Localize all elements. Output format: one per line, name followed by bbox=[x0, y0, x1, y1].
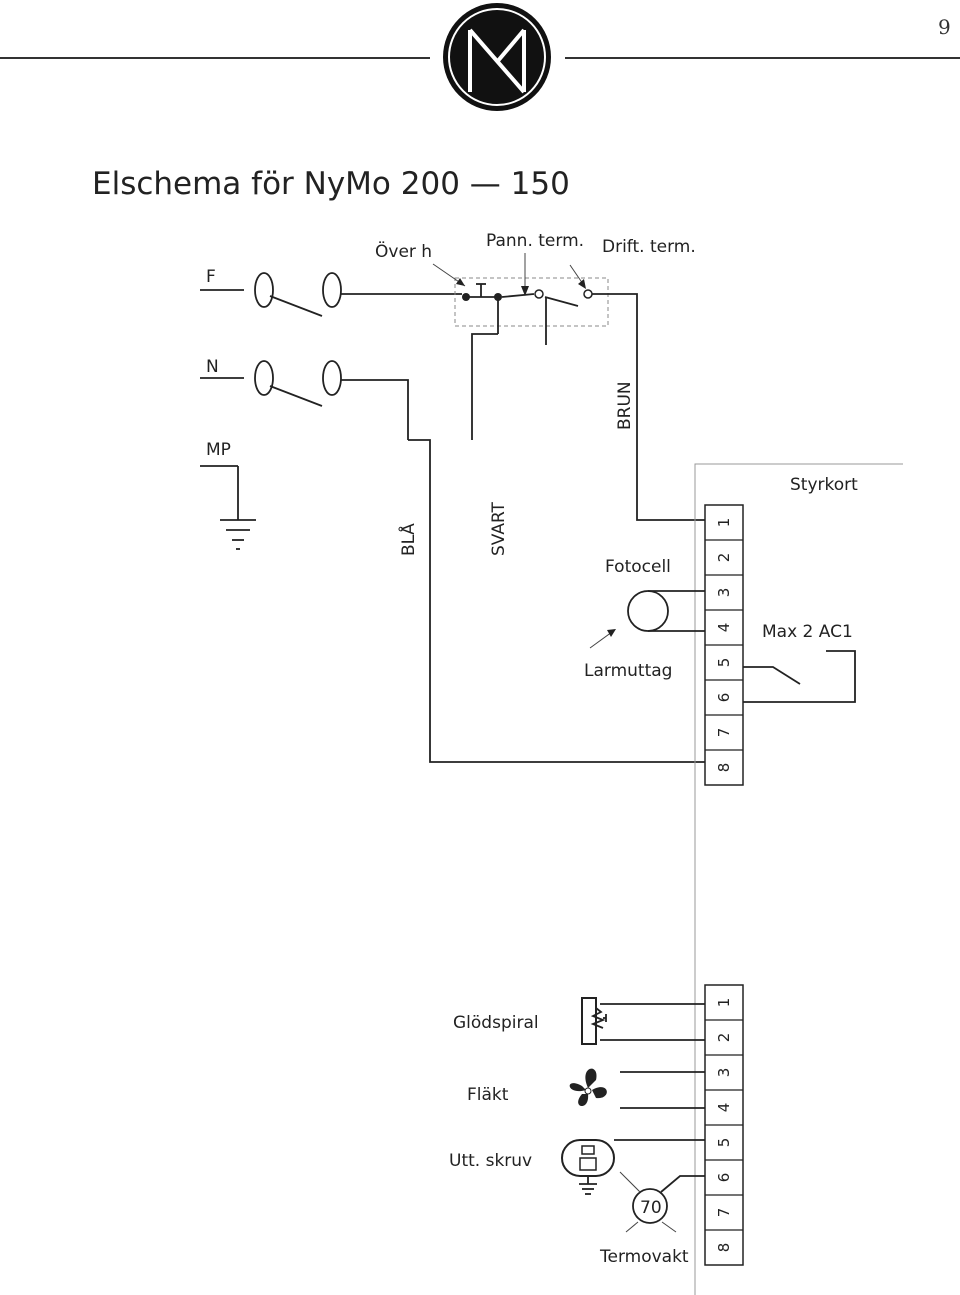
glow-coil-icon bbox=[581, 997, 705, 1045]
upper-terminal-8: 8 bbox=[715, 763, 733, 773]
label-max-ac: Max 2 AC1 bbox=[762, 622, 853, 642]
label-larmuttag: Larmuttag bbox=[584, 661, 672, 681]
thermostat-70-symbol: 70 bbox=[619, 1171, 705, 1233]
lower-terminal-4: 4 bbox=[715, 1103, 733, 1113]
fotocell-symbol bbox=[589, 590, 705, 649]
ground-symbol bbox=[220, 466, 256, 550]
lower-terminal-1: 1 bbox=[715, 998, 733, 1008]
thermostat-block bbox=[432, 253, 705, 521]
lower-terminal-7: 7 bbox=[715, 1208, 733, 1218]
page-title: Elschema för NyMo 200 — 150 bbox=[92, 166, 570, 202]
lower-terminal-6: 6 bbox=[715, 1173, 733, 1183]
label-bla: BLÅ bbox=[397, 523, 419, 556]
label-termovakt: Termovakt bbox=[599, 1247, 689, 1267]
logo-text: NM bbox=[0, 0, 2, 1]
upper-terminal-4: 4 bbox=[715, 623, 733, 633]
upper-terminal-1: 1 bbox=[715, 518, 733, 528]
lower-terminal-5: 5 bbox=[715, 1138, 733, 1148]
label-mp: MP bbox=[206, 440, 231, 460]
label-f: F bbox=[206, 267, 216, 287]
label-styrkort: Styrkort bbox=[790, 475, 858, 495]
terminal-block-upper: 1 2 3 4 5 6 7 8 bbox=[704, 504, 744, 786]
label-over-h: Över h bbox=[375, 240, 432, 262]
wire-bla bbox=[408, 439, 705, 763]
lower-terminal-8: 8 bbox=[715, 1243, 733, 1253]
main-switch-n bbox=[254, 360, 409, 440]
label-n: N bbox=[206, 357, 219, 377]
wire-svart-top bbox=[471, 333, 498, 440]
lower-terminal-2: 2 bbox=[715, 1033, 733, 1043]
fan-icon bbox=[569, 1068, 705, 1109]
terminal-block-lower: 1 2 3 4 5 6 7 8 bbox=[704, 984, 744, 1266]
upper-terminal-2: 2 bbox=[715, 553, 733, 563]
upper-terminal-3: 3 bbox=[715, 588, 733, 598]
label-glodspiral: Glödspiral bbox=[453, 1013, 539, 1033]
upper-terminal-7: 7 bbox=[715, 728, 733, 738]
label-pann-term: Pann. term. bbox=[486, 231, 584, 251]
upper-terminal-6: 6 bbox=[715, 693, 733, 703]
lower-terminal-3: 3 bbox=[715, 1068, 733, 1078]
header: NM 9 bbox=[0, 0, 960, 111]
label-svart: SVART bbox=[489, 501, 509, 556]
upper-terminal-5: 5 bbox=[715, 658, 733, 668]
label-brun: BRUN bbox=[615, 381, 635, 430]
page-number: 9 bbox=[938, 15, 951, 39]
label-utt-skruv: Utt. skruv bbox=[449, 1151, 532, 1171]
label-drift-term: Drift. term. bbox=[602, 237, 696, 257]
label-fotocell: Fotocell bbox=[605, 557, 671, 577]
nymo-logo: NM bbox=[0, 0, 551, 111]
main-switch-f bbox=[254, 272, 462, 317]
label-flakt: Fläkt bbox=[467, 1085, 509, 1105]
auger-motor-icon bbox=[561, 1139, 705, 1195]
termovakt-value: 70 bbox=[640, 1198, 662, 1218]
styrkort-frame bbox=[694, 463, 903, 1295]
relay-contact bbox=[743, 650, 856, 703]
